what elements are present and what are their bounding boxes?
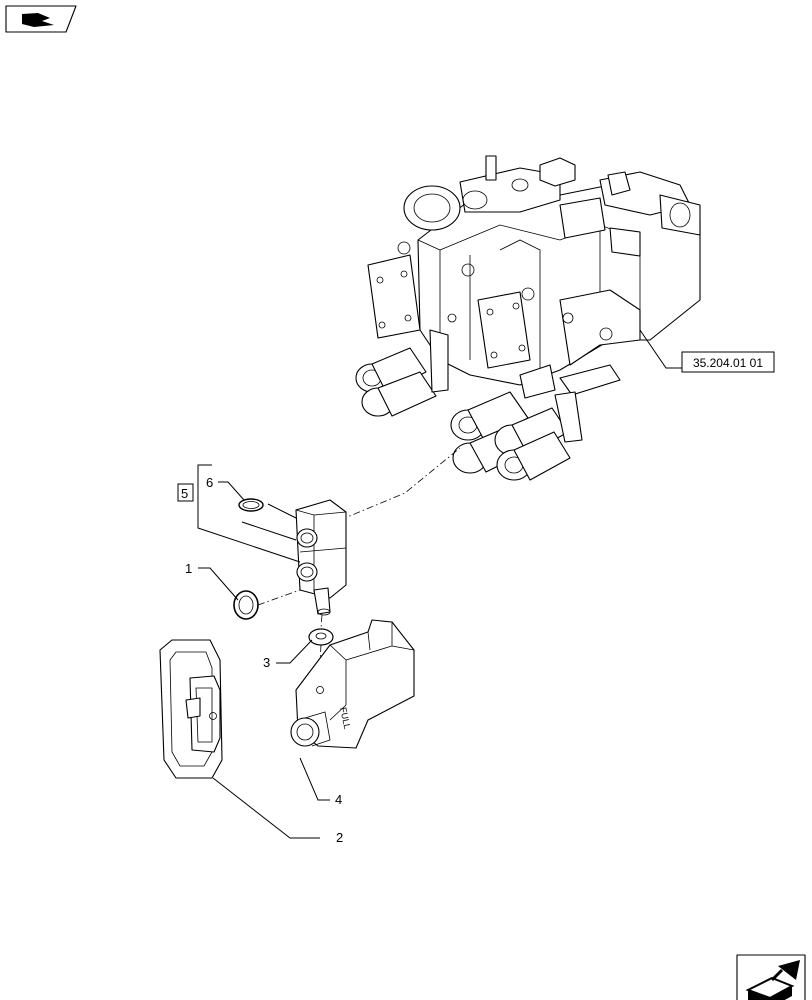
o-ring-icon <box>233 590 259 620</box>
assembly-centerline <box>339 447 461 521</box>
washer-icon <box>308 628 334 646</box>
washer-centerline <box>320 614 323 629</box>
control-valve-assembly-icon <box>355 155 701 481</box>
callout-4: 4 <box>335 792 342 807</box>
previous-page-hand-icon <box>22 13 54 27</box>
leader-2 <box>212 777 320 839</box>
leader-5b <box>267 503 297 519</box>
leader-3 <box>276 639 313 664</box>
reference-leader <box>639 329 682 369</box>
leader-4 <box>299 757 330 801</box>
quick-coupler-block-icon <box>295 499 347 616</box>
previous-page-button[interactable] <box>5 5 77 33</box>
callout-1: 1 <box>185 561 192 576</box>
callout-2: 2 <box>336 830 343 845</box>
o-ring-small <box>238 498 264 512</box>
bracket-5 <box>197 464 301 563</box>
coupler-body-icon: FULL <box>290 619 415 749</box>
quick-coupler-block <box>295 499 347 616</box>
callout-6: 6 <box>206 475 213 490</box>
o-ring-centerline <box>257 589 301 606</box>
reference-label: 35.204.01 01 <box>693 356 763 370</box>
reference-box <box>681 351 775 373</box>
o-ring <box>233 590 259 620</box>
callout-3: 3 <box>263 655 270 670</box>
o-ring-small-inner <box>242 501 260 509</box>
leader-6 <box>218 481 245 501</box>
part-marking: FULL <box>338 706 352 730</box>
cover-bracket-icon <box>159 639 223 779</box>
next-page-button[interactable] <box>736 954 806 1000</box>
next-page-arrow-icon <box>745 960 800 1000</box>
callout-5-box <box>177 483 194 502</box>
leader-5a <box>241 521 297 541</box>
callout-5: 5 <box>181 486 188 501</box>
cover-bracket <box>159 639 223 779</box>
coupler-body: FULL <box>290 619 415 749</box>
leader-1 <box>198 567 239 601</box>
washer <box>308 628 334 646</box>
control-valve-assembly <box>355 155 701 481</box>
reference-link[interactable]: 35.204.01 01 <box>681 351 775 373</box>
